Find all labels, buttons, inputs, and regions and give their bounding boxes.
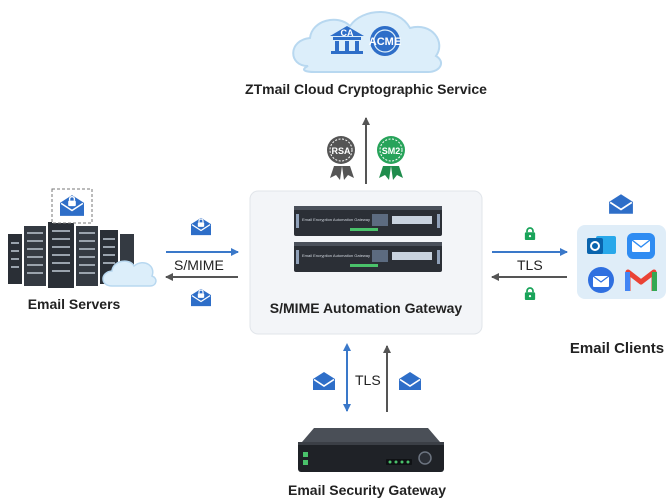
email-servers-label: Email Servers [27,296,121,312]
gateway-unit-text-1: Email Encryption Automation Gateway [302,217,370,222]
clients-outgoing-lock-icon [524,227,536,241]
security-right-envelope-icon [398,371,422,391]
acme-badge: ACME [369,36,401,48]
gateway-appliance [294,206,442,272]
clients-envelope-icon [608,193,634,215]
smime-protocol-label: S/MIME [174,257,224,273]
email-security-gateway-label: Email Security Gateway [288,482,446,498]
clients-tls-label: TLS [517,257,543,273]
server-rack-icon [8,222,134,288]
bank-icon [330,26,364,54]
security-tls-label: TLS [355,372,381,388]
rsa-label: RSA [331,146,351,156]
cloud-cryptographic-service: CA ACME [292,11,443,73]
sm2-label: SM2 [382,146,401,156]
server-mail-badge [51,188,93,224]
clients-incoming-lock-icon [524,287,536,301]
email-clients-label: Email Clients [569,340,665,357]
security-left-envelope-icon [312,371,336,391]
thunderbird-icon [588,267,614,293]
gateway-label: S/MIME Automation Gateway [269,300,463,316]
cloud-service-label: ZTmail Cloud Cryptographic Service [245,81,487,97]
smime-incoming-envelope-lock-icon [190,288,212,307]
outlook-icon [587,236,616,254]
security-appliance [298,428,444,472]
cloud-shape [292,11,443,73]
smime-outgoing-envelope-lock-icon [190,217,212,236]
gmail-icon [625,269,657,291]
server-cloud-icon [102,260,157,287]
ca-badge: CA [341,28,354,38]
rsa-seal-icon [327,136,355,180]
acme-gear-icon [370,26,400,56]
gateway-unit-text-2: Email Encryption Automation Gateway [302,253,370,258]
apple-mail-icon [627,233,655,259]
sm2-seal-icon [377,136,405,180]
